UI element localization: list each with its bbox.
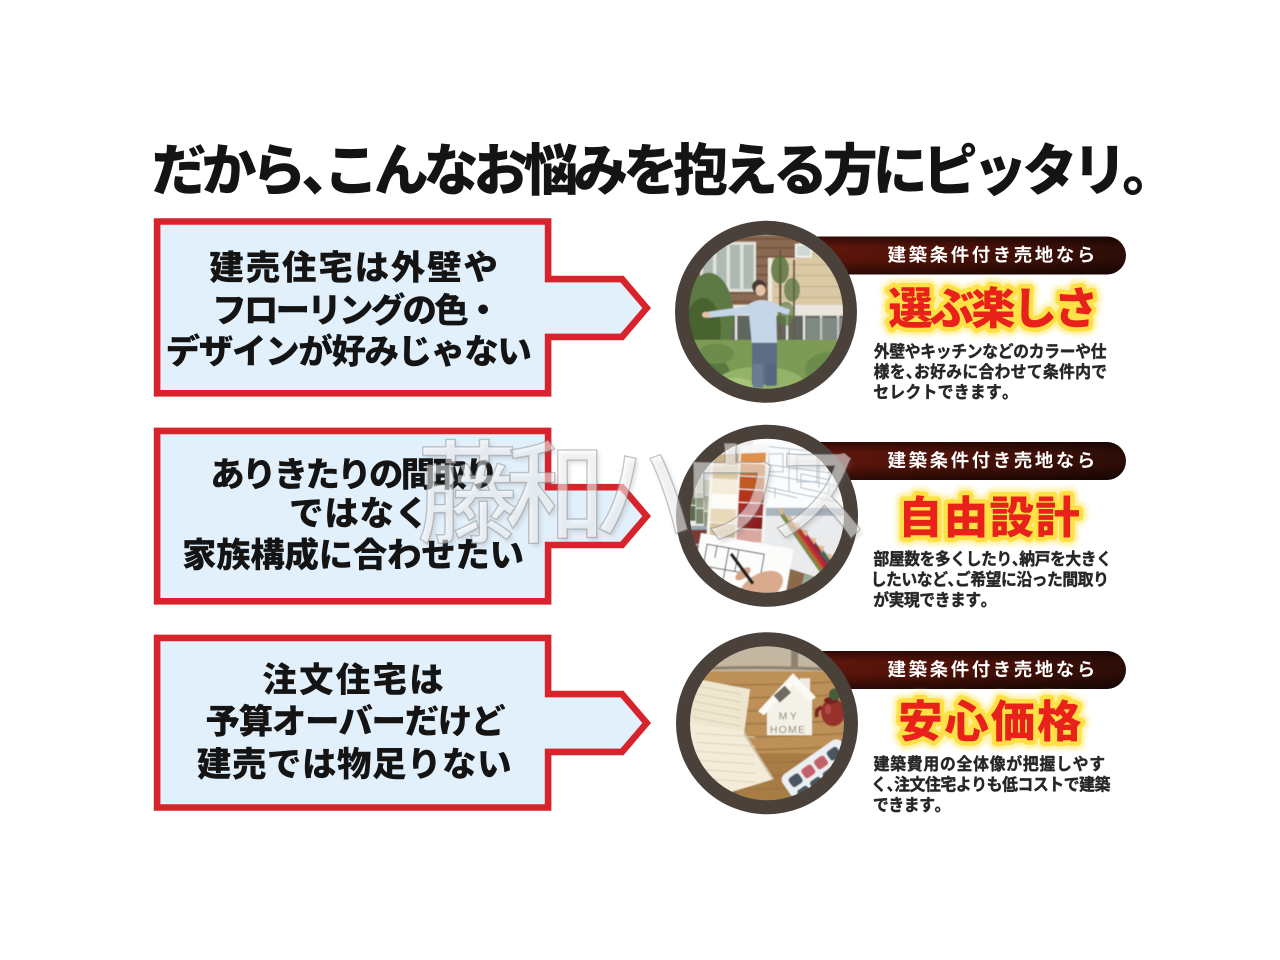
svg-text:HOME: HOME bbox=[770, 724, 806, 736]
svg-text:MY: MY bbox=[779, 710, 800, 722]
